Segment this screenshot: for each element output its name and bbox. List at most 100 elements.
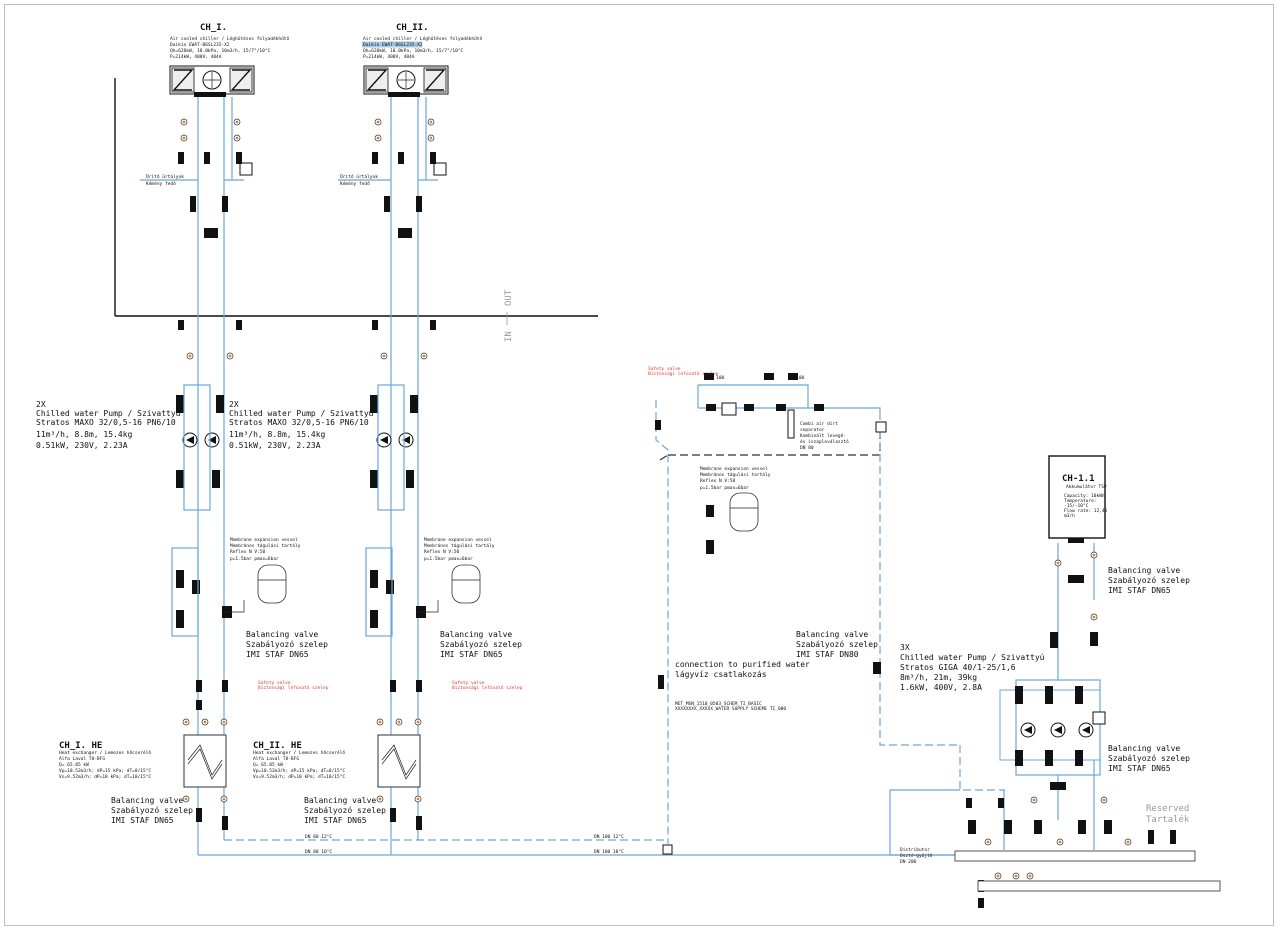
pump1-count: 2X [36,400,46,409]
pump1-flow: 11m³/h, 8.8m, 15.4kg [36,430,133,439]
balancing-valve-label-right-bottom: Balancing valve Szabályozó szelep IMI ST… [1108,744,1190,773]
bal7-model: IMI STAF DN65 [1108,764,1171,773]
bal3-title: Balancing valve [111,796,183,805]
bal4-title: Balancing valve [304,796,376,805]
right-system-valves [966,551,1176,908]
separator-l5: DN 80 [800,445,814,451]
balancing-valve-label-dn80: Balancing valve Szabályozó szelep IMI ST… [796,630,881,674]
vessel1-l4: p=1.5bar pmax=6bar [230,556,279,562]
pump2-power: 0.51kW, 230V, 2.23A [229,441,321,450]
pipes-column-1: Ürítő ürtályok Kémény fedő [140,97,253,855]
ch11-l4: -15/-10°C [1064,503,1089,509]
drain-note-2-l2: Kémény fedő [340,180,370,187]
chiller-ch2-title: CH_II. [396,23,429,33]
heat-exchanger-1: CH_I. HE Heat exchanger / Lemezes hőcser… [59,734,227,788]
distributor-l1: Distributor [900,847,930,853]
ch11-l3: Temperature: [1064,498,1097,504]
pipe-label-dn80-12: DN 80 12°C [305,834,332,840]
safety-note-2-l2: Biztonsági lefúvató szelep [452,684,523,691]
distributor-upper-header [954,850,1196,862]
vessel3-l4: p=1.5bar pmax=6bar [700,485,749,491]
bal6-title: Balancing valve [1108,566,1180,575]
balancing-valve-label-3: Balancing valve Szabályozó szelep IMI ST… [111,796,193,825]
dn100-label-2: DN 100 [788,375,805,381]
hex1-l1: Heat exchanger / Lemezes hőcserélő [59,749,151,756]
bal2-model: IMI STAF DN65 [440,650,503,659]
separator-l4: és iszapleválasztó [800,438,849,445]
pump3-model: Stratos GIGA 40/1-25/1,6 [900,663,1016,672]
in-label: IN [504,331,514,342]
balancing-valve-label-2: Balancing valve Szabályozó szelep IMI ST… [440,630,522,659]
hex1-l3: Q= 65.85 kW [59,762,89,768]
hex2-l5: Vs=9.52m3/h; dP=10 kPa; dT=10/15°C [253,774,345,780]
vessel1-tank [257,564,287,604]
safety-note-1-l1: Safety valve [258,680,291,686]
valves-column-1 [176,118,242,830]
pipe-label-dn80-10: DN 80 10°C [305,849,332,855]
vessel1-l2: Membrános tágulási tartály [230,542,301,549]
pump3-count: 3X [900,643,910,652]
bal1-model: IMI STAF DN65 [246,650,309,659]
heat-exchanger-2: CH_II. HE Heat exchanger / Lemezes hőcse… [253,734,421,788]
purified-l1: connection to purified water [675,660,810,669]
vessel2-l4: p=1.5bar pmax=6bar [424,556,473,562]
bal2-hu: Szabályozó szelep [440,639,522,649]
pipe-label-dn100-12: DN 100 12°C [594,834,624,840]
pump3-flow: 8m³/h, 21m, 39kg [900,673,977,682]
chiller-ch1-desc2: Daikin EWAT-B6SL235-X2 [170,42,230,48]
hex2-title: CH_II. HE [253,741,302,751]
bal5-hu: Szabályozó szelep [796,639,878,649]
balancing-valve-label-4: Balancing valve Szabályozó szelep IMI ST… [304,796,386,825]
vessel1-l1: Membrane expansion vessel [230,537,298,543]
vessel2-l3: Reflex N V:50 [424,549,460,555]
separator-l2: separator [800,427,825,433]
chiller-ch1-title: CH_I. [200,23,227,33]
bal4-hu: Szabályozó szelep [304,805,386,815]
pipes-column-2: Ürítő ürtályok Kémény fedő [338,97,447,855]
bal5-model: IMI STAF DN80 [796,650,859,659]
in-out-marker: IN OUT [504,289,514,342]
hex2-l1: Heat exchanger / Lemezes hőcserélő [253,749,345,756]
bottom-headers: DN 80 12°C DN 80 10°C DN 100 12°C DN 100… [198,834,955,856]
reserved-l1: Reserved [1146,804,1189,814]
drain-note-2-l1: Ürítő ürtályok [340,173,378,180]
bal5-title: Balancing valve [796,630,868,639]
pump1-title: Chilled water Pump / Szivattyú [36,409,181,418]
chiller-ch2-desc2: Daikin EWAT-B6SL235-X2 [363,42,423,48]
pump2-flow: 11m³/h, 8.8m, 15.4kg [229,430,326,439]
bal3-hu: Szabályozó szelep [111,805,193,815]
pump2-model: Stratos MAXO 32/0,5-16 PN6/10 [229,418,369,427]
vessel2-l1: Membrane expansion vessel [424,537,492,543]
bal7-title: Balancing valve [1108,744,1180,753]
chiller-ch2: CH_II. Air cooled chiller / Léghűtéses f… [362,23,482,97]
purified-l2: lágyvíz csatlakozás [675,670,767,679]
hex1-l5: Vs=9.52m3/h; dP=10 kPa; dT=10/15°C [59,774,151,780]
pump-2x-left-label: 2X Chilled water Pump / Szivattyú Strato… [36,400,181,450]
chiller-ch1: CH_I. Air cooled chiller / Léghűtéses fo… [169,23,289,97]
purified-ref1: MET_MSN_1510_0503_SCHEM_TI_BASIC [675,701,762,707]
balancing-valve-label-right-top: Balancing valve Szabályozó szelep IMI ST… [1108,566,1190,595]
vessel2-tank [451,564,481,604]
hex2-l2: Alfa Laval T8-BFG [253,756,299,762]
chiller-ch1-desc3: Qh=628kW, 18.0kPa, 10m3/h, 15/7°/10°C [170,48,271,54]
ch11-title: CH-1.1 [1062,474,1095,484]
expansion-vessel-2: Membrane expansion vessel Membrános tágu… [418,537,495,613]
safety-note-2-l1: Safety valve [452,680,485,686]
vessel3-tank [729,492,759,532]
bal2-title: Balancing valve [440,630,512,639]
pump2-count: 2X [229,400,239,409]
balancing-valve-label-1: Balancing valve Szabályozó szelep IMI ST… [246,630,328,659]
safety-note-3-l1: Safety valve [648,366,681,372]
bal7-hu: Szabályozó szelep [1108,753,1190,763]
distributor: Distributor Osztó-gyűjtő DN 200 [900,847,1221,892]
bal6-hu: Szabályozó szelep [1108,575,1190,585]
distributor-l2: Osztó-gyűjtő [900,852,933,859]
pipe-label-dn100-10: DN 100 10°C [594,849,624,855]
hex2-l4: Vp=10.52m3/h; dP=15 kPa; dT=8/15°C [253,768,345,774]
bal1-hu: Szabályozó szelep [246,639,328,649]
distributor-l3: DN 200 [900,859,917,865]
safety-note-3-l2: Biztonsági lefúvató szelep [648,370,719,377]
separator-l3: Kombinált levegő- [800,432,846,439]
purified-water-connection: connection to purified water lágyvíz csa… [658,660,810,712]
